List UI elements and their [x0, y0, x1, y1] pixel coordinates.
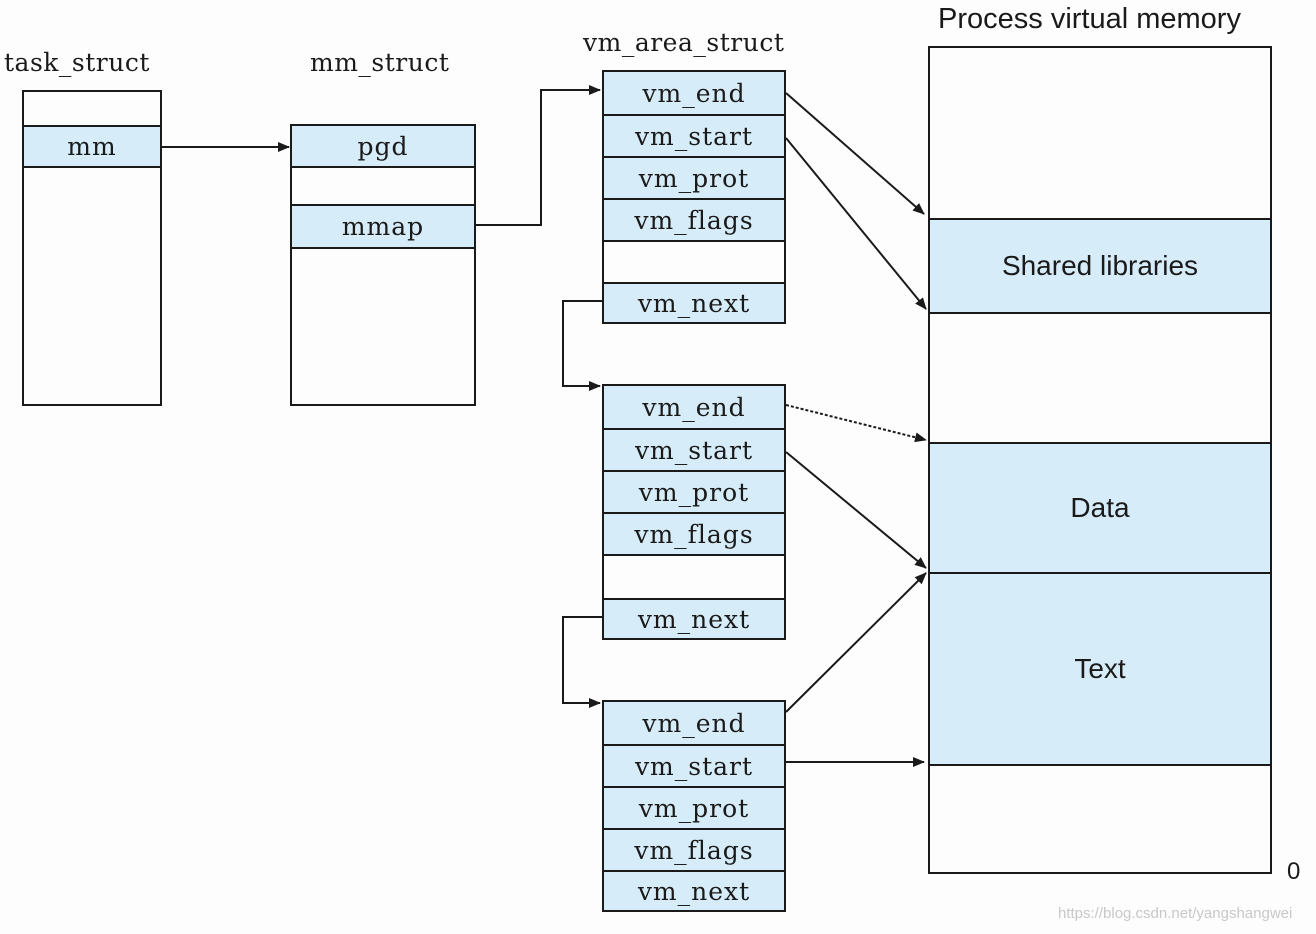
process-virtual-memory: Shared libraries Data Text: [928, 46, 1272, 874]
vm-end-field: vm_end: [604, 702, 784, 744]
arrow-mmap-to-vm-area: [476, 85, 601, 226]
empty-field: [604, 240, 784, 282]
vm-flags-field: vm_flags: [604, 512, 784, 554]
mm-struct-box: pgd mmap: [290, 124, 476, 406]
vm-start-field: vm_start: [604, 428, 784, 470]
text-region: Text: [930, 572, 1270, 764]
shared-libraries-region: Shared libraries: [930, 218, 1270, 312]
watermark: https://blog.csdn.net/yangshangwei: [1058, 905, 1293, 922]
vm-next-field: vm_next: [604, 598, 784, 638]
memory-bottom-unused: [930, 764, 1270, 872]
arrow-vm-next-2: [562, 616, 602, 708]
mm-struct-label: mm_struct: [310, 48, 450, 77]
process-vm-label: Process virtual memory: [938, 3, 1241, 35]
arrow-area2-start: [785, 451, 927, 569]
vm-prot-field: vm_prot: [604, 156, 784, 198]
vm-next-field: vm_next: [604, 870, 784, 910]
empty-field: [604, 554, 784, 598]
arrow-area3-end: [785, 572, 927, 713]
task-struct-mm-field: mm: [24, 125, 160, 168]
vm-prot-field: vm_prot: [604, 786, 784, 828]
vm-start-field: vm_start: [604, 744, 784, 786]
memory-gap-1: [930, 312, 1270, 442]
data-region: Data: [930, 442, 1270, 572]
mm-struct-pgd-field: pgd: [292, 126, 474, 168]
arrow-vm-next-1: [562, 300, 602, 391]
vm-area-struct-1: vm_end vm_start vm_prot vm_flags vm_next: [602, 70, 786, 324]
task-struct-box: mm: [22, 90, 162, 406]
vm-area-struct-3: vm_end vm_start vm_prot vm_flags vm_next: [602, 700, 786, 912]
arrow-area2-end: [785, 404, 927, 443]
vm-area-struct-label: vm_area_struct: [583, 28, 785, 57]
mm-struct-mmap-field: mmap: [292, 204, 474, 249]
address-zero-label: 0: [1287, 858, 1301, 885]
vm-end-field: vm_end: [604, 72, 784, 114]
vm-next-field: vm_next: [604, 282, 784, 322]
arrow-area1-end: [785, 92, 925, 215]
vm-flags-field: vm_flags: [604, 828, 784, 870]
vm-prot-field: vm_prot: [604, 470, 784, 512]
vm-end-field: vm_end: [604, 386, 784, 428]
arrow-area1-start: [785, 137, 927, 310]
task-struct-label: task_struct: [4, 48, 150, 77]
vm-flags-field: vm_flags: [604, 198, 784, 240]
vm-area-struct-2: vm_end vm_start vm_prot vm_flags vm_next: [602, 384, 786, 640]
vm-start-field: vm_start: [604, 114, 784, 156]
